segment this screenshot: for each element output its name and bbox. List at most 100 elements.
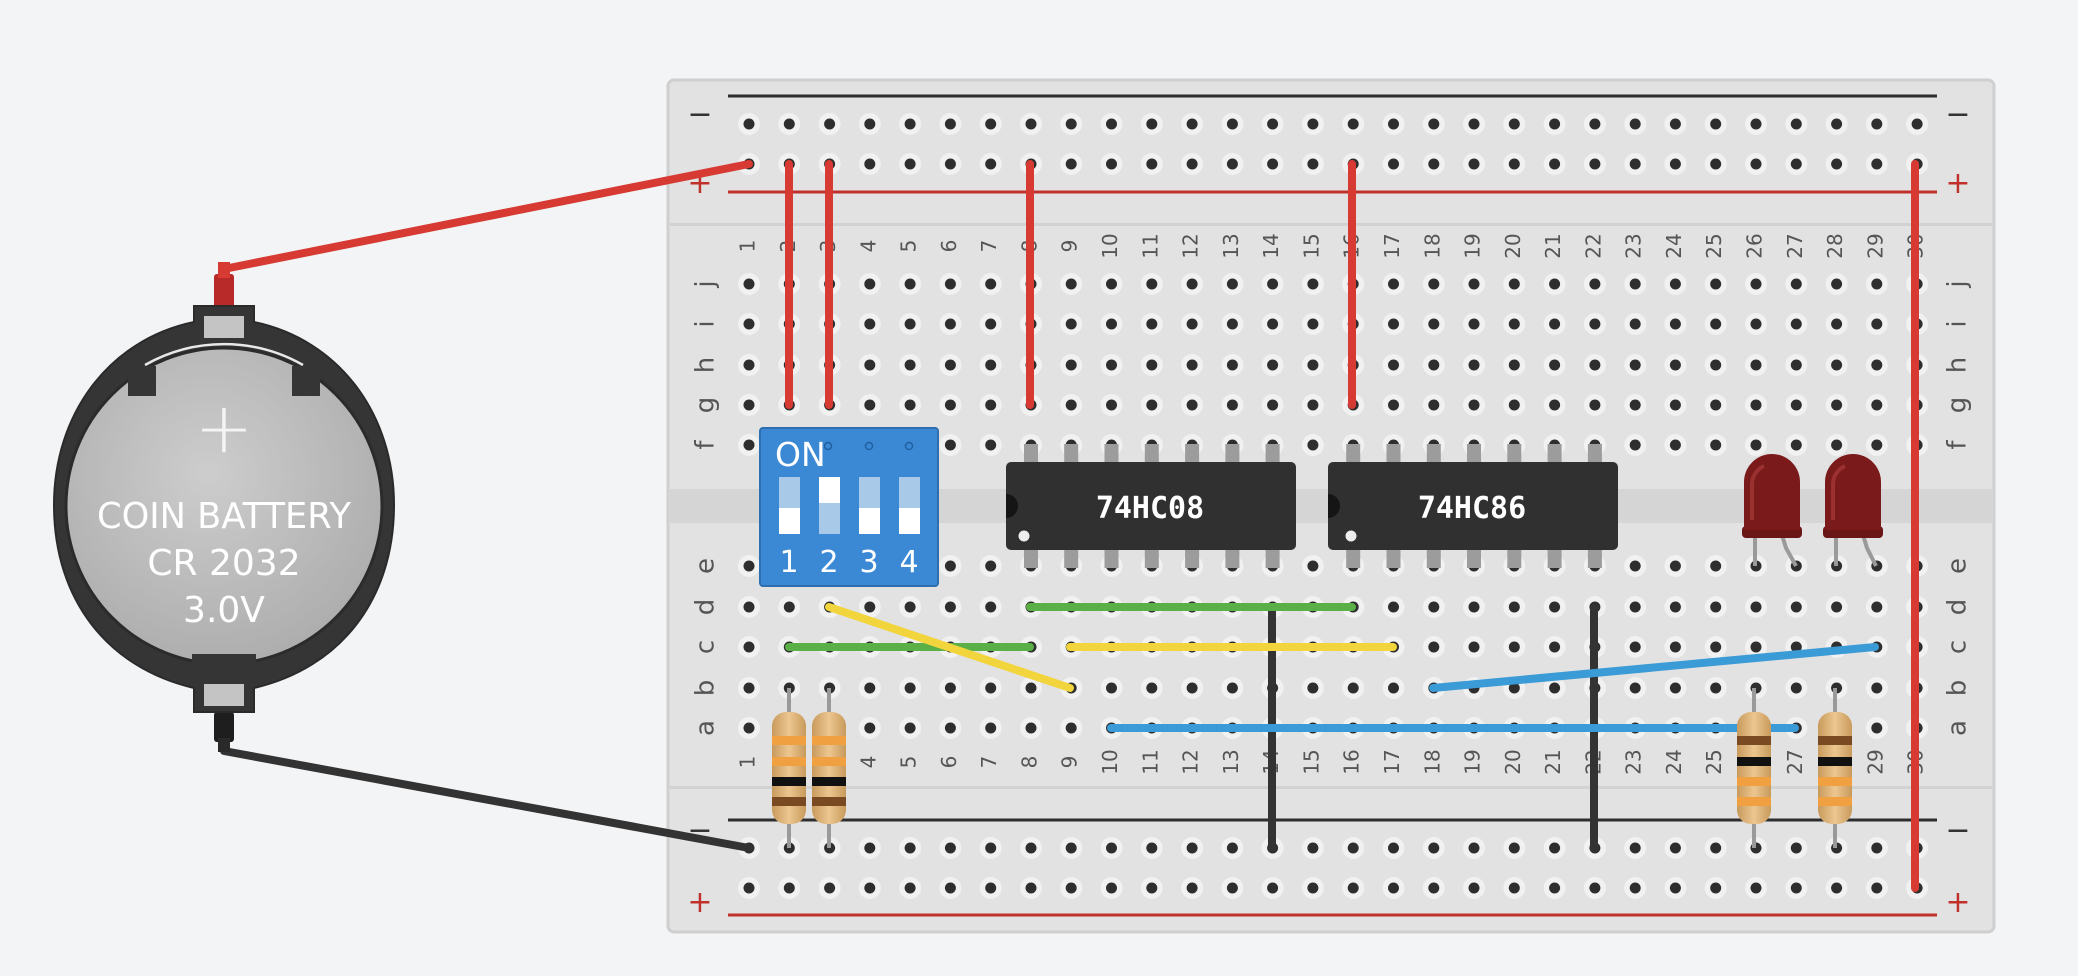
breadboard-hole-dot	[824, 882, 836, 894]
breadboard-hole-dot	[1710, 318, 1722, 330]
dip-switch-4-lever[interactable]	[899, 508, 920, 534]
breadboard-hole-dot	[1186, 682, 1198, 694]
resistor-band	[1818, 777, 1852, 786]
resistor-body[interactable]	[1737, 712, 1771, 824]
breadboard-hole-dot	[1710, 118, 1722, 130]
column-number-bottom: 13	[1219, 749, 1243, 774]
resistor-band	[1818, 757, 1852, 766]
dip-switch-3-lever[interactable]	[859, 508, 880, 534]
breadboard-hole-dot	[944, 601, 956, 613]
row-letter-left: c	[691, 640, 721, 654]
breadboard-hole-dot	[1065, 399, 1077, 411]
breadboard-hole-dot	[1388, 601, 1399, 613]
breadboard-hole-dot	[1790, 278, 1802, 290]
breadboard-hole-dot	[1629, 158, 1641, 170]
breadboard-hole-dot	[1025, 882, 1037, 894]
battery-label-line1: COIN BATTERY	[97, 496, 352, 537]
column-number-top: 11	[1138, 233, 1162, 258]
column-number-top: 5	[897, 240, 921, 253]
breadboard-hole-dot	[1468, 601, 1480, 613]
breadboard-top-rail-divider	[670, 223, 1992, 226]
resistor-body[interactable]	[1818, 712, 1852, 824]
row-letter-right: d	[1943, 599, 1973, 616]
chip-pin	[1467, 550, 1481, 568]
breadboard-hole-dot	[1347, 118, 1359, 130]
breadboard-hole-dot	[1589, 359, 1601, 371]
dip-switch-body	[759, 427, 939, 587]
breadboard-hole-dot	[1750, 641, 1762, 653]
row-letter-right: g	[1943, 397, 1973, 414]
breadboard-hole-dot	[864, 882, 876, 894]
breadboard-hole-dot	[824, 118, 836, 130]
breadboard-hole-dot	[1307, 560, 1319, 572]
column-number-bottom: 18	[1420, 749, 1444, 774]
breadboard-hole-dot	[1871, 118, 1883, 130]
column-number-bottom: 1	[736, 756, 760, 769]
breadboard-hole-dot	[1629, 560, 1641, 572]
breadboard-hole-dot	[1186, 158, 1198, 170]
breadboard-hole-dot	[864, 842, 876, 854]
chip-pin	[1064, 444, 1079, 462]
wire-yellow[interactable]	[825, 603, 1074, 692]
dip-switch-on-label: ON	[775, 435, 826, 474]
row-letter-right: i	[1943, 320, 1973, 327]
resistor-4[interactable]	[1818, 688, 1852, 848]
coin-battery[interactable]: + COIN BATTERY CR 2032 3.0V	[52, 262, 396, 752]
led-2[interactable]	[1823, 454, 1883, 567]
breadboard-hole-dot	[1831, 118, 1843, 130]
breadboard-hole-dot	[985, 439, 997, 451]
chip-74hc08[interactable]: 74HC08	[1006, 462, 1296, 550]
battery-positive-lead[interactable]	[220, 160, 753, 273]
resistor-body[interactable]	[812, 712, 846, 824]
breadboard-hole-dot	[1226, 359, 1238, 371]
breadboard-hole-dot	[904, 722, 916, 734]
breadboard-hole-dot	[743, 882, 755, 894]
column-number-bottom: 15	[1299, 749, 1323, 774]
breadboard-hole-dot	[944, 278, 956, 290]
breadboard-hole-dot	[743, 682, 755, 694]
breadboard-hole-dot	[1388, 682, 1399, 694]
breadboard-hole-dot	[1065, 842, 1077, 854]
breadboard-hole-dot	[1508, 882, 1520, 894]
led-1[interactable]	[1742, 454, 1802, 567]
breadboard-hole-dot	[944, 359, 956, 371]
dip-switch[interactable]: ON 1 2 3 4	[759, 427, 939, 587]
breadboard-hole-dot	[1790, 439, 1802, 451]
breadboard-hole-dot	[1106, 318, 1117, 330]
row-letter-right: f	[1943, 440, 1973, 450]
breadboard-hole-dot	[864, 158, 876, 170]
chip-74hc08-body[interactable]	[1006, 462, 1296, 550]
dip-switch-1-lever[interactable]	[779, 508, 800, 534]
chip-pin	[1064, 550, 1079, 568]
breadboard-hole-dot	[1388, 359, 1399, 371]
resistor-band	[1818, 797, 1852, 806]
breadboard-hole-dot	[1790, 318, 1802, 330]
breadboard-hole-dot	[1186, 278, 1198, 290]
breadboard-hole-dot	[1710, 560, 1722, 572]
chip-74hc86[interactable]: 74HC86	[1328, 462, 1618, 550]
breadboard-hole-dot	[944, 439, 956, 451]
resistor-1[interactable]	[772, 688, 806, 848]
breadboard-hole-dot	[1871, 682, 1883, 694]
breadboard-hole-dot	[1790, 882, 1802, 894]
battery-negative-lead[interactable]	[220, 747, 753, 852]
breadboard-hole-dot	[1226, 682, 1238, 694]
breadboard-hole-dot	[944, 682, 956, 694]
chip-notch-icon	[1328, 494, 1340, 518]
resistor-body[interactable]	[772, 712, 806, 824]
breadboard-hole-dot	[1025, 682, 1037, 694]
chip-pin	[1346, 550, 1361, 568]
wire-blue[interactable]	[1429, 643, 1879, 692]
dip-switch-2-lever[interactable]	[819, 477, 840, 503]
breadboard-hole-dot	[1307, 399, 1319, 411]
column-number-top: 21	[1541, 233, 1565, 258]
breadboard-hole-dot	[1750, 278, 1762, 290]
resistor-2[interactable]	[812, 688, 846, 848]
chip-pin	[1426, 550, 1441, 568]
dip-dot-icon	[864, 441, 874, 451]
breadboard-hole-dot	[1025, 842, 1037, 854]
resistor-3[interactable]	[1737, 688, 1771, 848]
chip-74hc86-body[interactable]	[1328, 462, 1618, 550]
breadboard-hole-dot	[1468, 641, 1480, 653]
